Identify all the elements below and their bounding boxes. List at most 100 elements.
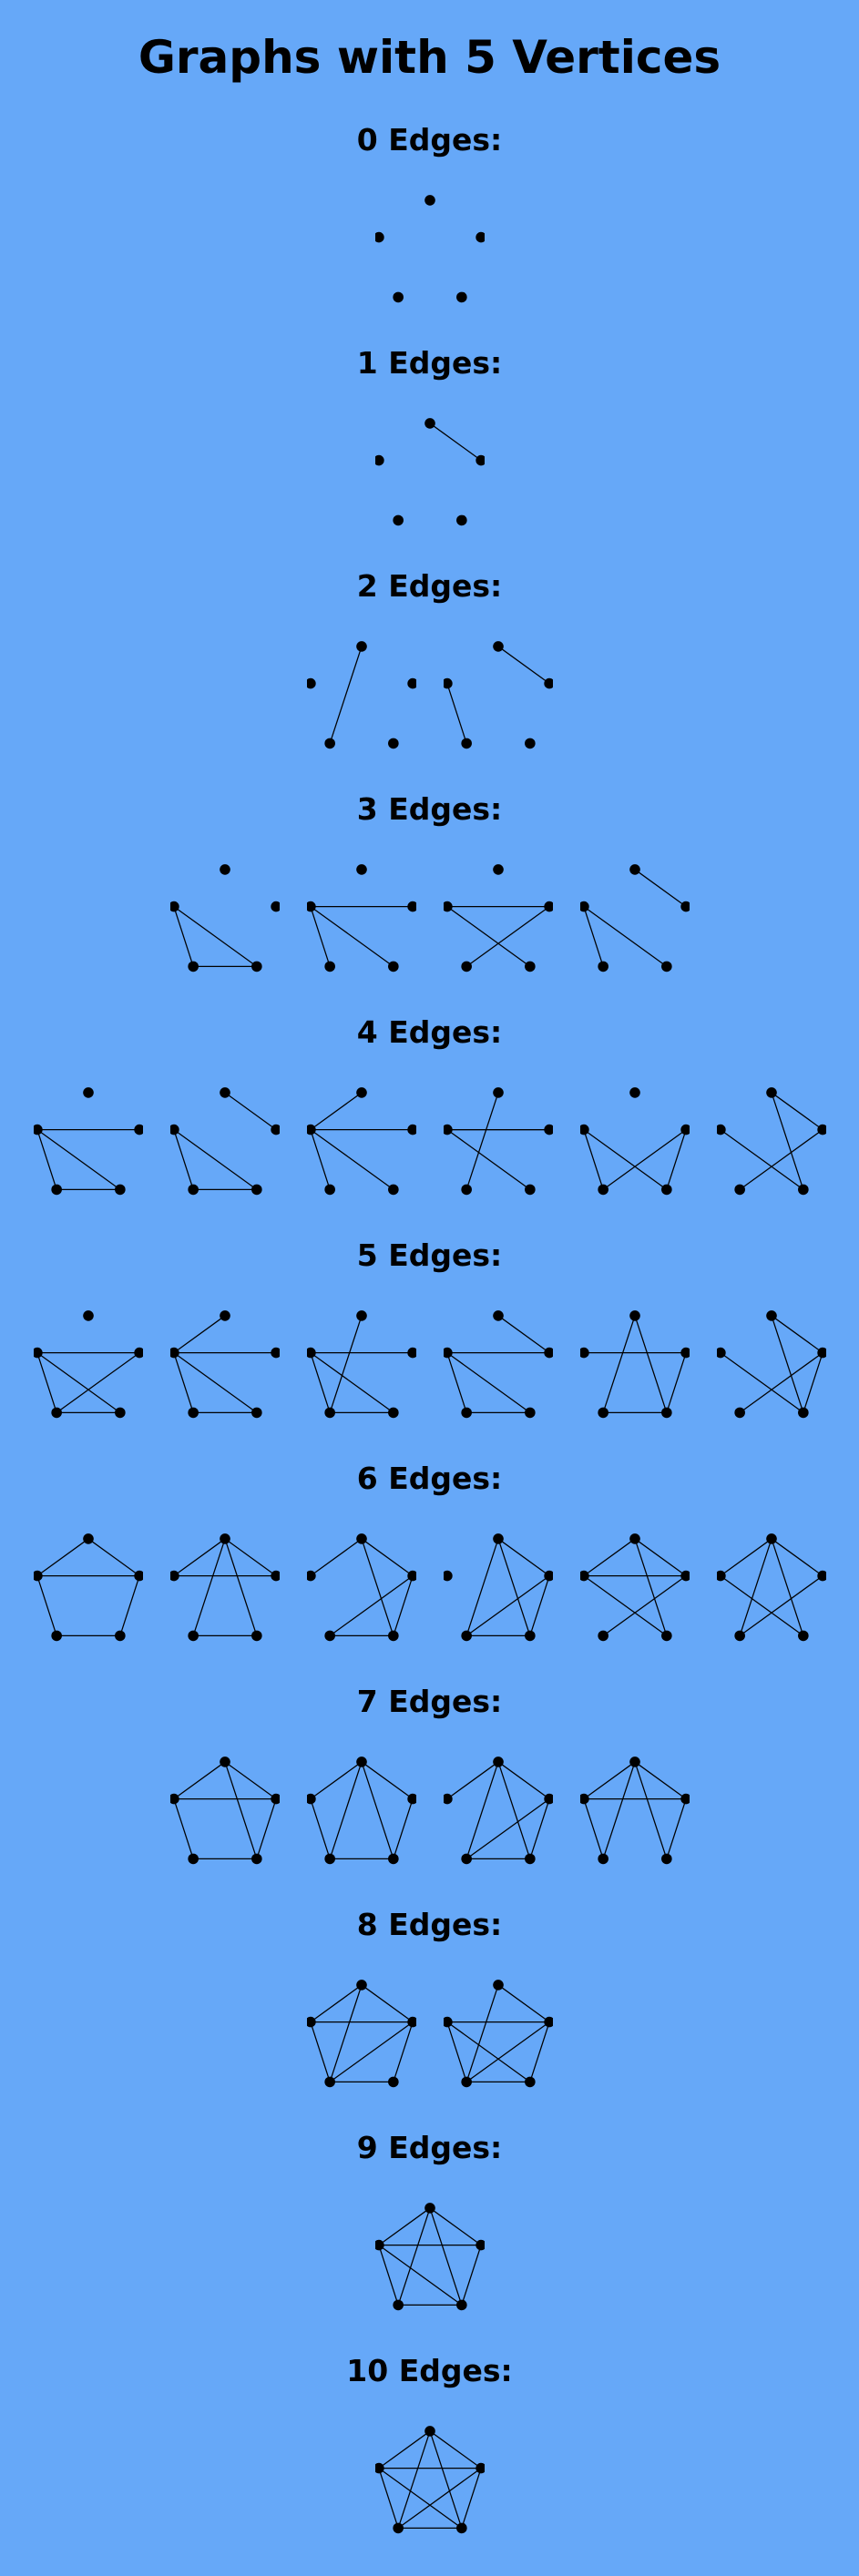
graph-edge — [36, 1129, 120, 1190]
graph-vertex — [816, 1347, 826, 1359]
graph-vertex — [660, 1184, 672, 1196]
graph-edge — [56, 1352, 139, 1413]
graph-edge — [36, 1538, 88, 1577]
graph-edge — [720, 1129, 803, 1190]
graph-edge — [465, 1575, 549, 1636]
graph-edge — [310, 1984, 362, 2023]
graph-vertex — [460, 2076, 472, 2088]
section-heading: 9 Edges: — [356, 2130, 503, 2165]
graph-vertex — [443, 901, 453, 912]
graph-vertex — [306, 1347, 316, 1359]
graph-vertex — [543, 1793, 553, 1805]
graph-vertex — [219, 864, 230, 875]
graph-edge — [429, 423, 481, 462]
graph-drawing — [374, 195, 485, 303]
graph-drawing — [33, 1310, 143, 1419]
graph-vertex — [680, 1347, 690, 1359]
graph-edge — [771, 1092, 823, 1131]
graph-vertex — [524, 2076, 536, 2088]
graph-edge — [583, 1538, 635, 1577]
graph-vertex — [406, 1347, 416, 1359]
graph-vertex — [460, 961, 472, 972]
graph-vertex — [355, 641, 367, 652]
graph-edge — [223, 1538, 257, 1636]
edges-section: 6 Edges: — [0, 1461, 859, 1684]
graph-vertex — [169, 1793, 179, 1805]
graph-vertex — [443, 1793, 453, 1805]
edges-section: 9 Edges: — [0, 2130, 859, 2353]
graph-edge — [802, 1352, 823, 1413]
graph-vertex — [733, 1184, 745, 1196]
graph-vertex — [460, 1853, 472, 1865]
graph-vertex — [597, 1407, 608, 1419]
graph-row — [0, 403, 859, 549]
graph-vertex — [680, 1570, 690, 1582]
graph-vertex — [392, 514, 404, 526]
graph-edge — [583, 906, 667, 967]
graph-edge — [428, 2430, 462, 2529]
graph-row — [0, 180, 859, 326]
graph-edge — [377, 2468, 399, 2529]
graph-vertex — [680, 1793, 690, 1805]
graph-vertex — [424, 2426, 435, 2437]
section-heading: 5 Edges: — [356, 1237, 503, 1273]
graph-vertex — [579, 1347, 589, 1359]
graph-vertex — [33, 1347, 43, 1359]
graph-vertex — [475, 2462, 485, 2474]
graph-vertex — [323, 1853, 335, 1865]
graph-edge — [173, 1352, 257, 1413]
graph-drawing — [306, 1310, 416, 1419]
graph-edge — [739, 1538, 772, 1636]
graph-vertex — [187, 1630, 199, 1642]
graph-edge — [310, 1129, 394, 1190]
graph-vertex — [355, 1980, 367, 1991]
graph-edge — [497, 1315, 549, 1354]
graph-drawing — [716, 1533, 826, 1642]
graph-edge — [378, 2245, 462, 2306]
graph-vertex — [816, 1570, 826, 1582]
graph-row — [0, 1742, 859, 1888]
graph-edge — [465, 1761, 499, 1859]
graph-vertex — [680, 1124, 690, 1135]
graph-edge — [172, 1129, 194, 1190]
graph-edge — [720, 1575, 803, 1636]
graph-edge — [634, 1761, 686, 1800]
graph-edge — [310, 1538, 362, 1577]
graph-edge — [465, 906, 549, 967]
section-heading: 10 Edges: — [346, 2353, 513, 2388]
graph-vertex — [460, 1630, 472, 1642]
graph-vertex — [475, 231, 485, 243]
graph-drawing — [33, 1533, 143, 1642]
graph-edge — [172, 1352, 194, 1413]
graph-vertex — [660, 1630, 672, 1642]
graph-row — [0, 1965, 859, 2111]
graph-vertex — [387, 1630, 399, 1642]
graph-vertex — [355, 1087, 367, 1098]
graph-drawing — [169, 1533, 280, 1642]
graph-edge — [665, 1798, 687, 1859]
graph-drawing — [443, 1310, 553, 1419]
graph-edge — [528, 1575, 550, 1636]
graph-vertex — [187, 1853, 199, 1865]
graph-edge — [392, 1575, 414, 1636]
graph-edge — [770, 1315, 803, 1413]
graph-vertex — [355, 1533, 367, 1544]
graph-edge — [173, 1538, 225, 1577]
graph-vertex — [219, 1087, 230, 1098]
graph-vertex — [406, 1570, 416, 1582]
graph-drawing — [169, 1087, 280, 1196]
graph-vertex — [455, 514, 467, 526]
edges-section: 4 Edges: — [0, 1014, 859, 1237]
graph-row — [0, 2188, 859, 2334]
graph-vertex — [251, 1407, 262, 1419]
graph-edge — [770, 1092, 803, 1190]
graph-edge — [310, 1352, 394, 1413]
graph-drawing — [443, 641, 553, 749]
graph-vertex — [306, 677, 316, 689]
graph-edge — [172, 906, 194, 967]
graph-edge — [497, 1984, 549, 2023]
graph-vertex — [524, 1184, 536, 1196]
graph-edge — [602, 1761, 636, 1859]
graph-vertex — [387, 1184, 399, 1196]
graph-vertex — [524, 1630, 536, 1642]
